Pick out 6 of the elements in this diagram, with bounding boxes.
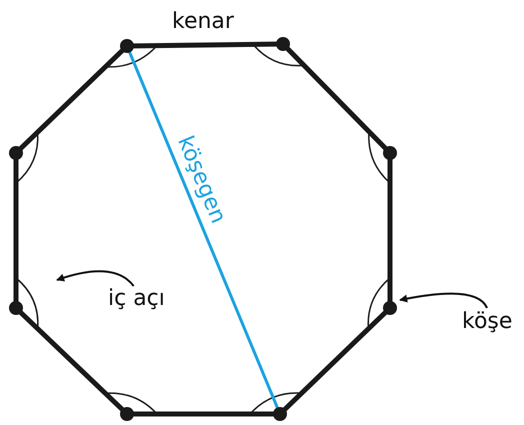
side-label: kenar	[172, 11, 234, 33]
curved-arrow	[56, 270, 134, 287]
annotation-label: iç açı	[108, 288, 165, 310]
vertex-dot	[383, 301, 397, 315]
annotation-label: köşe	[462, 311, 512, 333]
curved-arrow	[399, 292, 488, 308]
